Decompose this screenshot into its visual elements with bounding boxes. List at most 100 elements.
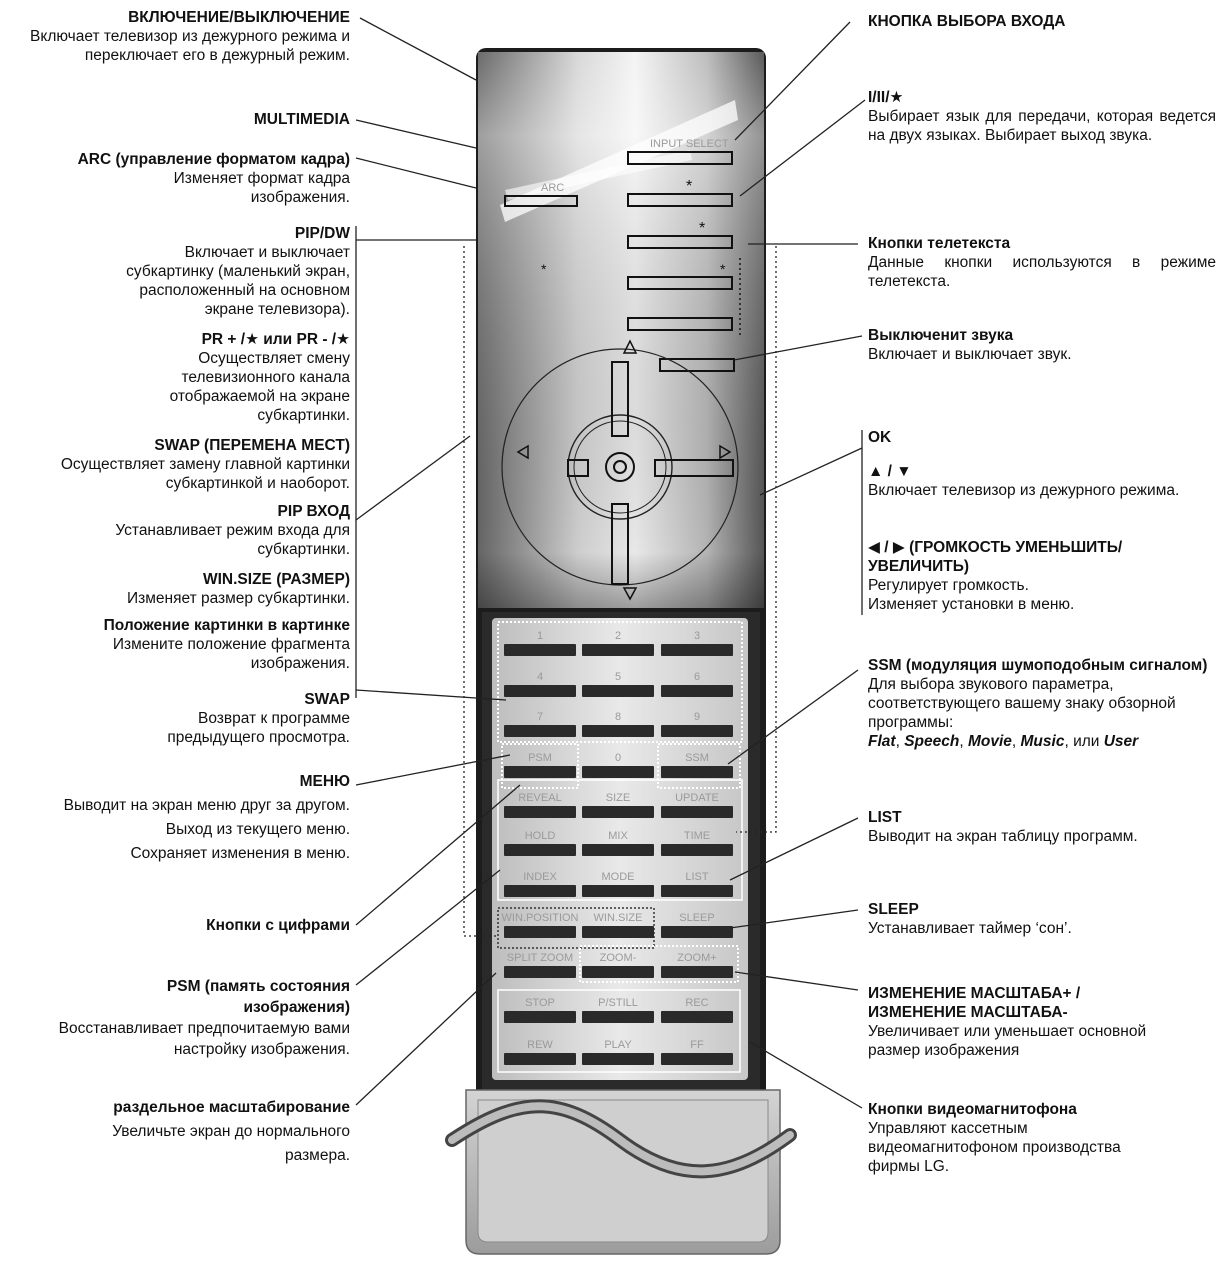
remote-button-win-size[interactable]: [582, 926, 654, 938]
remote-button-play[interactable]: [582, 1053, 654, 1065]
button-label-1: 1: [537, 630, 543, 642]
remote-button-0[interactable]: [582, 766, 654, 778]
star-mark-3: *: [720, 261, 726, 277]
remote-button-3[interactable]: [661, 644, 733, 656]
remote-button-mode[interactable]: [582, 885, 654, 897]
teletext-button-1[interactable]: [627, 276, 733, 290]
label-updown-desc: Включает телевизор из дежурного режима.: [868, 482, 1180, 499]
label-splitzoom-desc-2: размера.: [285, 1147, 350, 1164]
remote-button-2[interactable]: [582, 644, 654, 656]
remote-button-1[interactable]: [504, 644, 576, 656]
label-pipdw-desc: Включает и выключает субкартинку (малень…: [126, 244, 350, 318]
button-label-win-size: WIN.SIZE: [594, 912, 643, 924]
label-menu-desc-3: Сохраняет изменения в меню.: [130, 845, 350, 862]
label-power-desc: Включает телевизор из дежурного режима и…: [30, 28, 350, 64]
label-zoom-desc: Увеличивает или уменьшает основной разме…: [868, 1023, 1147, 1059]
label-arc-title: ARC (управление форматом кадра): [77, 151, 350, 168]
label-ok-title: OK: [868, 429, 892, 446]
label-power-title: ВКЛЮЧЕНИЕ/ВЫКЛЮЧЕНИЕ: [128, 9, 350, 26]
remote-button-hold[interactable]: [504, 844, 576, 856]
remote-button-5[interactable]: [582, 685, 654, 697]
pr-plus-button[interactable]: [627, 235, 733, 249]
label-menu-title: МЕНЮ: [299, 773, 350, 790]
label-swap: SWAP Возврат к программе предыдущего про…: [6, 690, 350, 747]
button-label-time: TIME: [684, 830, 710, 842]
label-lang-desc: Выбирает язык для передачи, которая веде…: [868, 108, 1216, 144]
remote-button-split-zoom[interactable]: [504, 966, 576, 978]
remote-button-p-still[interactable]: [582, 1011, 654, 1023]
button-label-size: SIZE: [606, 792, 630, 804]
remote-button-9[interactable]: [661, 725, 733, 737]
input-select-label: INPUT SELECT: [650, 138, 729, 150]
remote-button-size[interactable]: [582, 806, 654, 818]
ssm-opt-music: Music: [1020, 733, 1065, 750]
button-label-reveal: REVEAL: [518, 792, 561, 804]
label-pipvhod-desc: Устанавливает режим входа для субкартинк…: [115, 522, 350, 558]
star-mark-4: *: [541, 261, 547, 277]
button-label-4: 4: [537, 671, 543, 683]
remote-button-mix[interactable]: [582, 844, 654, 856]
remote-button-rec[interactable]: [661, 1011, 733, 1023]
button-label-psm: PSM: [528, 752, 552, 764]
ssm-opt-user: User: [1103, 733, 1139, 750]
label-swapmest-desc: Осуществляет замену главной картинки суб…: [60, 456, 350, 492]
lang-button[interactable]: [627, 193, 733, 207]
label-menu-desc-1: Выводит на экран меню друг за другом.: [63, 797, 350, 814]
label-pipvhod-title: PIP ВХОД: [277, 503, 350, 520]
button-label-mode: MODE: [602, 871, 635, 883]
remote-button-index[interactable]: [504, 885, 576, 897]
remote-button-reveal[interactable]: [504, 806, 576, 818]
label-vcr-title: Кнопки видеомагнитофона: [868, 1101, 1077, 1118]
remote-button-zoom[interactable]: [661, 966, 733, 978]
remote-button-update[interactable]: [661, 806, 733, 818]
label-updown: ▲ / ▼ Включает телевизор из дежурного ре…: [868, 462, 1218, 500]
button-label-update: UPDATE: [675, 792, 719, 804]
label-vcr: Кнопки видеомагнитофона Управляют кассет…: [868, 1100, 1216, 1176]
remote-button-4[interactable]: [504, 685, 576, 697]
ssm-sep-3: ,: [1011, 733, 1021, 750]
label-multimedia: MULTIMEDIA: [6, 110, 350, 129]
remote-button-zoom[interactable]: [582, 966, 654, 978]
arrow-left-icon: [516, 444, 529, 460]
label-pr: PR + /★ или PR - /★ Осуществляет смену т…: [6, 330, 350, 425]
label-swapmest: SWAP (ПЕРЕМЕНА МЕСТ) Осуществляет замену…: [6, 436, 350, 493]
ok-button[interactable]: [605, 452, 635, 482]
ssm-sep-1: ,: [895, 733, 905, 750]
remote-button-psm[interactable]: [504, 766, 576, 778]
label-polozhenie: Положение картинки в картинке Измените п…: [6, 616, 350, 673]
remote-button-ssm[interactable]: [661, 766, 733, 778]
nav-down-bar[interactable]: [611, 503, 629, 585]
label-teletext-desc: Данные кнопки используются в режиме теле…: [868, 254, 1216, 290]
label-winsize: WIN.SIZE (РАЗМЕР) Изменяет размер субкар…: [6, 570, 350, 608]
remote-button-8[interactable]: [582, 725, 654, 737]
label-teletext: Кнопки телетекста Данные кнопки использу…: [868, 234, 1216, 291]
input-select-button[interactable]: [627, 151, 733, 165]
arrow-right-icon: [719, 444, 732, 460]
arc-button[interactable]: [504, 195, 578, 207]
button-label-8: 8: [615, 711, 621, 723]
remote-button-win-position[interactable]: [504, 926, 576, 938]
nav-left-bar[interactable]: [567, 459, 589, 477]
label-splitzoom: раздельное масштабирование Увеличьте экр…: [6, 1096, 350, 1168]
remote-button-6[interactable]: [661, 685, 733, 697]
remote-button-time[interactable]: [661, 844, 733, 856]
label-sleep-desc: Устанавливает таймер ‘сон’.: [868, 920, 1072, 937]
label-volume-desc-2: Изменяет установки в меню.: [868, 596, 1075, 613]
remote-button-stop[interactable]: [504, 1011, 576, 1023]
remote-button-rew[interactable]: [504, 1053, 576, 1065]
button-label-win-position: WIN.POSITION: [502, 912, 579, 924]
ssm-sep-4: , или: [1064, 733, 1104, 750]
label-multimedia-title: MULTIMEDIA: [253, 111, 350, 128]
nav-up-bar[interactable]: [611, 361, 629, 437]
mute-button[interactable]: [659, 358, 735, 372]
teletext-button-2[interactable]: [627, 317, 733, 331]
remote-button-list[interactable]: [661, 885, 733, 897]
label-lang-title: I/II/★: [868, 89, 904, 106]
label-zoom-title: ИЗМЕНЕНИЕ МАСШТАБА+ / ИЗМЕНЕНИЕ МАСШТАБА…: [868, 985, 1081, 1021]
leader-lines: [355, 17, 866, 1109]
remote-button-7[interactable]: [504, 725, 576, 737]
label-digits: Кнопки с цифрами: [6, 916, 350, 935]
remote-button-sleep[interactable]: [661, 926, 733, 938]
nav-right-bar[interactable]: [654, 459, 734, 477]
remote-button-ff[interactable]: [661, 1053, 733, 1065]
